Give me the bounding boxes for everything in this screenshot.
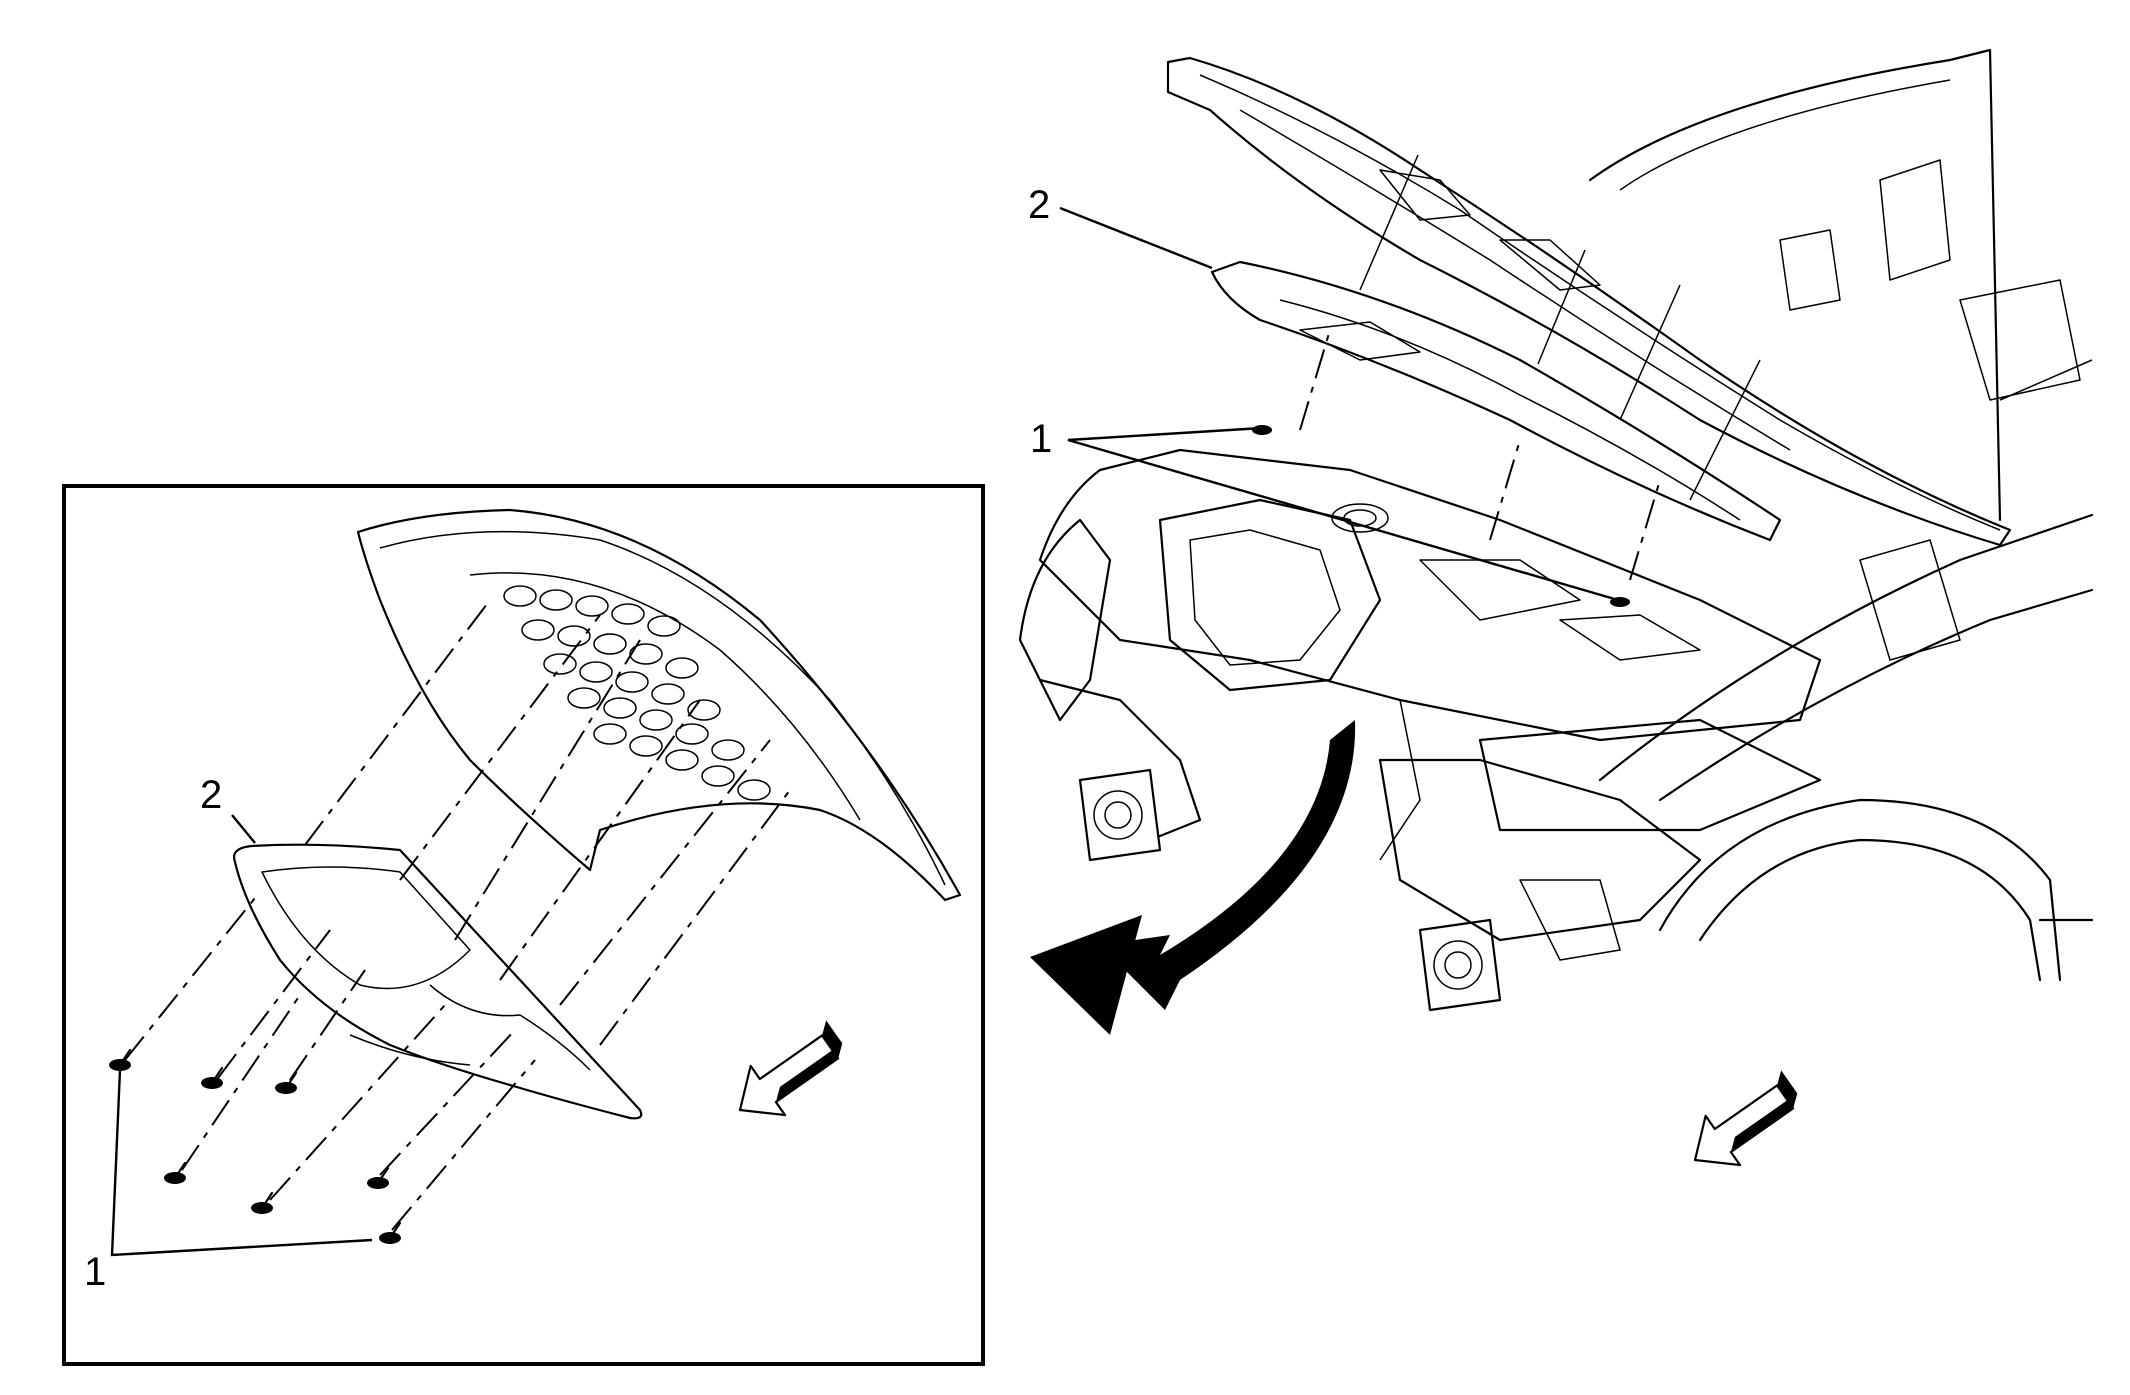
front-direction-arrow-icon bbox=[1693, 1070, 1798, 1167]
detail-hood-panel bbox=[356, 508, 962, 902]
detail-retainers bbox=[109, 1048, 402, 1244]
detail-insulator-leader bbox=[231, 814, 256, 844]
left-frame-rail-end bbox=[1078, 768, 1162, 862]
curved-rotation-arrow-icon bbox=[1030, 720, 1356, 1035]
main-right-fender bbox=[1598, 513, 2094, 982]
push-pin-retainer-icon bbox=[367, 1166, 390, 1189]
detail-insulator-callout: 2 bbox=[200, 773, 222, 817]
detail-hood-reinforcement bbox=[503, 585, 771, 801]
push-pin-retainer-icon bbox=[1252, 425, 1272, 435]
main-front-structure bbox=[1018, 518, 1702, 1012]
main-engine-compartment bbox=[1038, 448, 1822, 861]
push-pin-retainer-icon bbox=[275, 1071, 298, 1094]
detail-inset: 2 1 bbox=[62, 484, 985, 1366]
front-direction-arrow-icon bbox=[738, 1020, 843, 1117]
main-alignment-lines bbox=[1299, 154, 1761, 581]
main-insulator-leader bbox=[1059, 206, 1213, 270]
right-frame-rail-end bbox=[1418, 918, 1502, 1012]
main-hood-insulator bbox=[1210, 260, 1782, 542]
main-vehicle-view: 2 1 bbox=[1018, 48, 2094, 1167]
main-retainers-callout: 1 bbox=[1030, 417, 1052, 461]
push-pin-retainer-icon bbox=[109, 1048, 132, 1071]
detail-alignment-lines bbox=[124, 599, 791, 1231]
main-cabin-pillar bbox=[1588, 48, 2093, 522]
main-retainers-leader bbox=[1067, 426, 1619, 602]
main-hood-raised bbox=[1166, 56, 2012, 547]
detail-hood-insulator bbox=[233, 843, 643, 1120]
detail-inset-border bbox=[62, 484, 985, 1366]
detail-retainers-leader bbox=[110, 1069, 373, 1257]
push-pin-retainer-icon bbox=[1610, 597, 1630, 607]
push-pin-retainer-icon bbox=[251, 1191, 274, 1214]
main-insulator-callout: 2 bbox=[1028, 183, 1050, 227]
detail-retainers-callout: 1 bbox=[84, 1250, 106, 1294]
push-pin-retainer-icon bbox=[379, 1221, 402, 1244]
push-pin-retainer-icon bbox=[164, 1161, 187, 1184]
push-pin-retainer-icon bbox=[201, 1066, 224, 1089]
